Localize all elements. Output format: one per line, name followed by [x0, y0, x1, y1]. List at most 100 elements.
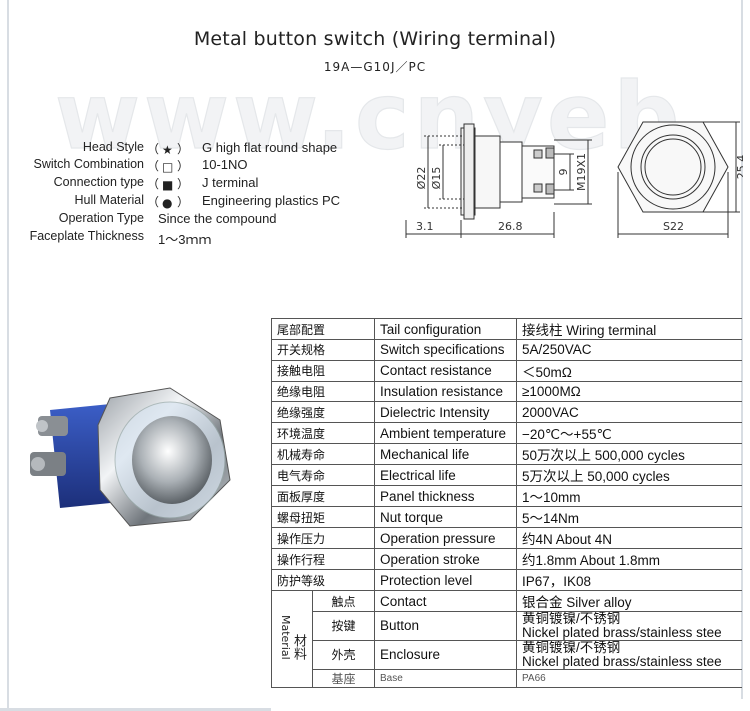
spec-row: Operation Type Since the compound	[0, 211, 430, 228]
dim-26-8: 26.8	[498, 220, 523, 233]
circle-filled-icon: ●	[162, 196, 173, 210]
cell-value: 约4N About 4N	[516, 527, 742, 550]
cell-value-en: Nickel plated brass/stainless stee	[522, 654, 722, 670]
watermark: www.cnyeb.com	[55, 66, 705, 166]
cell-en: Dielectric Intensity	[374, 401, 517, 424]
spec-row: Hull Material（●）Engineering plastics PC	[0, 193, 430, 210]
square-filled-icon: ■	[162, 178, 174, 192]
cell-value-en: Nickel plated brass/stainless stee	[522, 625, 722, 641]
spec-value: G high flat round shape	[202, 140, 338, 155]
spec-row: Switch Combination（□）10-1NO	[0, 157, 430, 174]
cell-cn: 尾部配置	[271, 318, 375, 340]
spec-value: Engineering plastics PC	[202, 193, 341, 208]
cell-cn: 面板厚度	[271, 485, 375, 508]
dimension-drawing: Ø22 Ø15 9 M19X1 3.1 26.8 S22 25.4	[405, 121, 743, 238]
cell-value-cn: 黄铜镀镍/不锈钢	[522, 611, 621, 627]
cell-value: ≥1000MΩ	[516, 380, 742, 403]
cell-en: Button	[374, 611, 517, 642]
material-header: Material材料	[271, 590, 313, 689]
cell-value: 5～14Nm	[516, 506, 742, 529]
cell-cn: 机械寿命	[271, 443, 375, 466]
cell-en: Panel thickness	[374, 485, 517, 508]
cell-cn: 按键	[312, 611, 375, 642]
cell-value: PA66	[522, 673, 546, 685]
cell-en: Tail configuration	[374, 318, 517, 340]
dim-s22: S22	[663, 220, 684, 233]
cell-value-wrap: PA66	[516, 669, 742, 689]
dim-3-1: 3.1	[416, 220, 434, 233]
cell-value: 接线柱 Wiring terminal	[516, 318, 742, 340]
cell-cn: 环境温度	[271, 422, 375, 445]
cell-en: Contact	[374, 590, 517, 613]
spec-value: J terminal	[202, 175, 259, 190]
frame-left-border	[7, 0, 9, 711]
cell-cn: 开关规格	[271, 339, 375, 361]
spec-row: Head Style（★）G high flat round shape	[0, 140, 430, 157]
cell-en: Electrical life	[374, 464, 517, 487]
spec-value: Since the compound	[158, 211, 277, 226]
cell-en: Switch specifications	[374, 339, 517, 361]
dim-d15: Ø15	[430, 167, 443, 190]
cell-cn: 绝缘电阻	[271, 380, 375, 403]
front-view	[617, 121, 740, 238]
cell-value: 银合金 Silver alloy	[522, 595, 632, 611]
cell-cn: 螺母扭矩	[271, 506, 375, 529]
spec-symbol: （■）	[147, 177, 190, 192]
cell-en: Operation pressure	[374, 527, 517, 550]
dim-9: 9	[557, 169, 570, 176]
cell-en: Enclosure	[374, 640, 517, 671]
cell-cn: 操作压力	[271, 527, 375, 550]
dim-25-4: 25.4	[735, 155, 743, 180]
spec-value: 1～3ｍｍ	[158, 232, 212, 247]
cell-en: Operation stroke	[374, 548, 517, 571]
cell-value: 约1.8mm About 1.8mm	[516, 548, 742, 571]
side-view	[405, 123, 592, 238]
cell-cn: 接触电阻	[271, 359, 375, 382]
product-photo	[30, 387, 231, 527]
cell-cn: 基座	[312, 669, 375, 689]
spec-label: Operation Type	[58, 211, 144, 225]
cell-value: 1～10mm	[516, 485, 742, 508]
cell-en: Insulation resistance	[374, 380, 517, 403]
cell-value: 50万次以上 500,000 cycles	[516, 443, 742, 466]
cell-value-wrap: 银合金 Silver alloy	[516, 590, 742, 613]
cell-value: IP67，IK08	[516, 569, 742, 592]
cell-en: Base	[374, 669, 517, 689]
cell-value: 2000VAC	[516, 401, 742, 424]
cell-en: Ambient temperature	[374, 422, 517, 445]
spec-row: Connection type（■） J terminal	[0, 175, 430, 192]
cell-en: Protection level	[374, 569, 517, 592]
square-outline-icon: □	[162, 160, 174, 174]
frame-right-border	[741, 0, 743, 711]
dim-m19: M19X1	[575, 153, 588, 191]
cell-cn: 绝缘强度	[271, 401, 375, 424]
spec-label: Connection type	[53, 175, 144, 189]
cell-cn: 电气寿命	[271, 464, 375, 487]
cell-value: ＜50mΩ	[516, 359, 742, 382]
spec-symbol: （★）	[147, 142, 190, 157]
cell-value: −20℃～+55℃	[516, 422, 742, 445]
page-title: Metal button switch (Wiring terminal)	[193, 28, 557, 50]
cell-en: Nut torque	[374, 506, 517, 529]
table-cutoff-mask	[271, 699, 750, 711]
spec-label: Hull Material	[74, 193, 144, 207]
spec-label: Switch Combination	[33, 157, 144, 171]
